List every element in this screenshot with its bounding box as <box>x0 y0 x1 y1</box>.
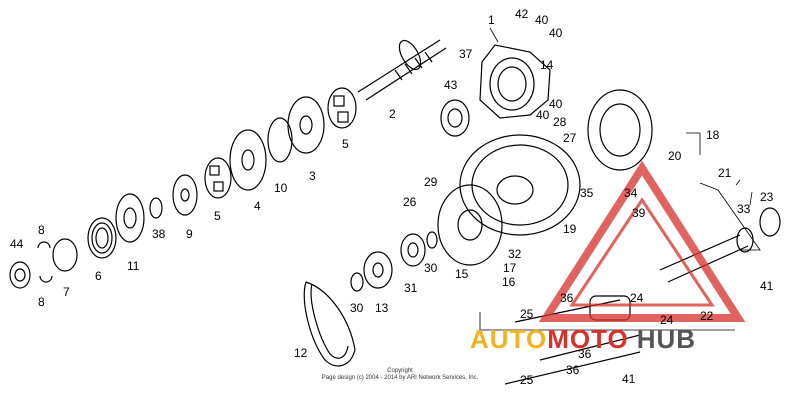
callout-7: 7 <box>63 285 70 299</box>
callout-24a: 24 <box>630 291 644 305</box>
plate-15 <box>437 184 503 266</box>
callout-42: 42 <box>515 7 529 21</box>
callout-9: 9 <box>186 227 193 241</box>
copyright-notice: Copyright Page design (c) 2004 - 2014 by… <box>300 368 500 382</box>
callout-41b: 41 <box>622 372 636 386</box>
callout-8b: 8 <box>38 295 45 309</box>
callout-19: 19 <box>563 222 577 236</box>
callout-24b: 24 <box>660 313 674 327</box>
callout-26: 26 <box>403 195 417 209</box>
callout-39: 39 <box>632 206 646 220</box>
ring-30b <box>350 272 364 292</box>
callout-36c: 36 <box>566 363 580 377</box>
callout-43: 43 <box>444 78 458 92</box>
damper-5a <box>327 87 357 129</box>
damper-5b <box>204 157 232 199</box>
callout-12: 12 <box>294 346 308 360</box>
callout-15: 15 <box>455 267 469 281</box>
callout-31: 31 <box>404 281 418 295</box>
callout-21: 21 <box>718 166 732 180</box>
plate-7 <box>52 238 78 272</box>
callout-17: 17 <box>503 261 517 275</box>
copyright-line-2: Page design (c) 2004 - 2014 by ARI Netwo… <box>321 375 479 381</box>
watermark-moto: MOTO <box>547 324 629 354</box>
gear-3 <box>287 96 325 154</box>
callout-29: 29 <box>424 175 438 189</box>
flange-11 <box>115 193 145 243</box>
callout-10: 10 <box>274 181 288 195</box>
circlips-8 <box>37 241 53 283</box>
callout-40c: 40 <box>549 97 563 111</box>
callout-5b: 5 <box>214 209 221 223</box>
gear-20 <box>587 89 653 171</box>
gear-4 <box>229 129 267 191</box>
callout-36a: 36 <box>560 291 574 305</box>
callout-33: 33 <box>737 202 751 216</box>
callout-40b: 40 <box>549 26 563 40</box>
callout-14: 14 <box>540 58 554 72</box>
callout-20: 20 <box>668 149 682 163</box>
callout-37: 37 <box>459 47 473 61</box>
callout-30a: 30 <box>424 261 438 275</box>
plate-10 <box>267 117 293 163</box>
callout-36b: 36 <box>578 347 592 361</box>
callout-25a: 25 <box>520 307 534 321</box>
callout-8a: 8 <box>38 223 45 237</box>
callout-18: 18 <box>706 128 720 142</box>
callout-22: 22 <box>700 309 714 323</box>
drum-19 <box>459 134 581 236</box>
callout-1: 1 <box>488 13 495 27</box>
callout-11: 11 <box>127 259 140 273</box>
ring-30a <box>426 231 438 249</box>
callout-labels: 1 2 3 4 5 5 6 7 8 8 9 10 11 12 13 14 15 … <box>10 7 774 387</box>
callout-40d: 40 <box>536 108 550 122</box>
bearing-44 <box>9 261 31 289</box>
callout-35: 35 <box>580 186 594 200</box>
sprocket-13 <box>363 251 393 289</box>
callout-28: 28 <box>553 115 567 129</box>
callout-23: 23 <box>760 190 774 204</box>
housing <box>479 44 551 119</box>
main-shaft <box>357 39 447 101</box>
callout-2: 2 <box>389 107 396 121</box>
callout-40a: 40 <box>535 13 549 27</box>
callout-4: 4 <box>254 199 261 213</box>
watermark-hub: HUB <box>636 324 697 354</box>
callout-34: 34 <box>624 186 638 200</box>
watermark-auto: AUTO <box>470 324 548 354</box>
callout-13: 13 <box>375 301 389 315</box>
callout-30b: 30 <box>350 301 364 315</box>
callout-44: 44 <box>10 237 24 251</box>
sprocket-23 <box>759 207 781 237</box>
callout-5a: 5 <box>342 137 349 151</box>
callout-32: 32 <box>508 247 522 261</box>
washer-38 <box>149 197 163 219</box>
callout-27: 27 <box>563 131 577 145</box>
callout-41a: 41 <box>760 279 774 293</box>
bearing-43 <box>440 99 470 137</box>
watermark-logo <box>538 160 746 322</box>
callout-16: 16 <box>502 275 516 289</box>
chain-12 <box>303 281 356 367</box>
copyright-line-1: Copyright <box>387 368 413 374</box>
callout-38: 38 <box>152 227 166 241</box>
callout-6: 6 <box>95 269 102 283</box>
callout-25b: 25 <box>520 373 534 387</box>
spring-6 <box>87 217 117 259</box>
callout-3: 3 <box>309 169 316 183</box>
bearing-31 <box>400 233 426 267</box>
hub-9 <box>172 174 198 216</box>
